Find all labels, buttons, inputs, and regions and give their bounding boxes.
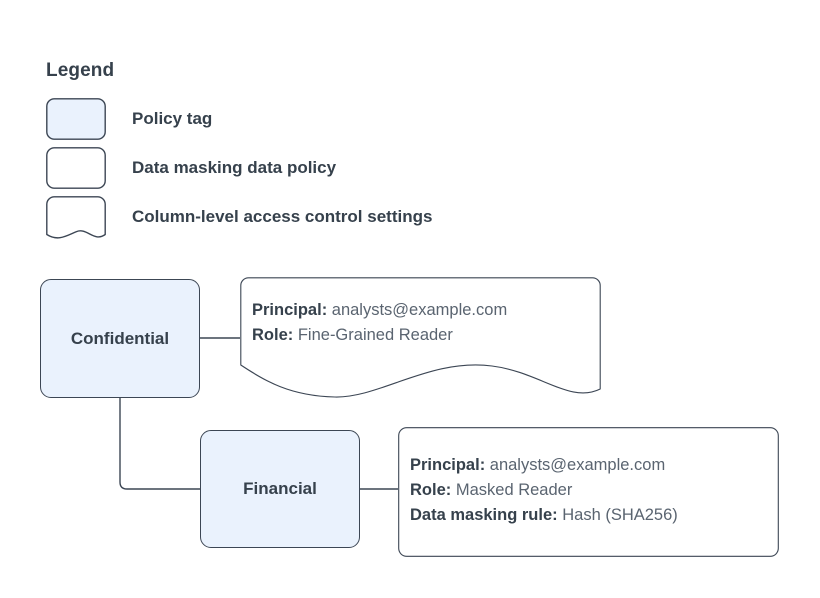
note-line: Principal: analysts@example.com bbox=[410, 453, 769, 478]
note-line-label: Principal: bbox=[252, 301, 328, 319]
note-line: Role: Masked Reader bbox=[410, 478, 769, 503]
legend-title: Legend bbox=[46, 60, 115, 81]
note-line-label: Role: bbox=[252, 326, 294, 344]
policy-tag-swatch-icon bbox=[46, 98, 106, 140]
note-line-label: Principal: bbox=[410, 456, 486, 474]
note-line: Principal: analysts@example.com bbox=[252, 298, 591, 323]
note-line: Data masking rule: Hash (SHA256) bbox=[410, 503, 769, 528]
legend-item-label: Data masking data policy bbox=[132, 158, 337, 177]
note-line: Role: Fine-Grained Reader bbox=[252, 323, 591, 348]
access-settings-note-confidential[interactable]: Principal: analysts@example.com Role: Fi… bbox=[240, 277, 601, 399]
note-line-value: analysts@example.com bbox=[489, 456, 666, 474]
data-policy-note-financial[interactable]: Principal: analysts@example.com Role: Ma… bbox=[398, 427, 779, 557]
note-text-block: Principal: analysts@example.com Role: Ma… bbox=[410, 453, 769, 528]
policy-tag-label: Confidential bbox=[70, 328, 170, 348]
note-line-value: Fine-Grained Reader bbox=[297, 326, 453, 344]
policy-tag-node-financial[interactable]: Financial bbox=[200, 430, 360, 548]
note-line-value: Hash (SHA256) bbox=[562, 506, 678, 524]
policy-tag-label: Financial bbox=[243, 479, 317, 498]
note-text-block: Principal: analysts@example.com Role: Fi… bbox=[252, 298, 591, 348]
note-line-value: Masked Reader bbox=[455, 481, 573, 499]
note-line-label: Role: bbox=[410, 481, 452, 499]
legend-item-column-access-settings: Column-level access control settings bbox=[46, 196, 432, 239]
data-policy-swatch-icon bbox=[46, 147, 106, 189]
wavy-note-shape-icon bbox=[240, 277, 601, 398]
access-settings-swatch-icon bbox=[46, 196, 106, 239]
note-line-label: Data masking rule: bbox=[410, 506, 558, 524]
rounded-note-shape-icon bbox=[398, 427, 779, 557]
legend-item-policy-tag: Policy tag bbox=[46, 98, 212, 140]
legend-item-label: Policy tag bbox=[132, 109, 213, 128]
legend-item-data-masking-policy: Data masking data policy bbox=[46, 147, 336, 189]
legend-item-label: Column-level access control settings bbox=[132, 207, 433, 226]
connector-confidential-to-financial bbox=[119, 398, 200, 490]
policy-tag-node-confidential[interactable]: Confidential bbox=[40, 279, 200, 398]
note-line-value: analysts@example.com bbox=[331, 301, 508, 319]
